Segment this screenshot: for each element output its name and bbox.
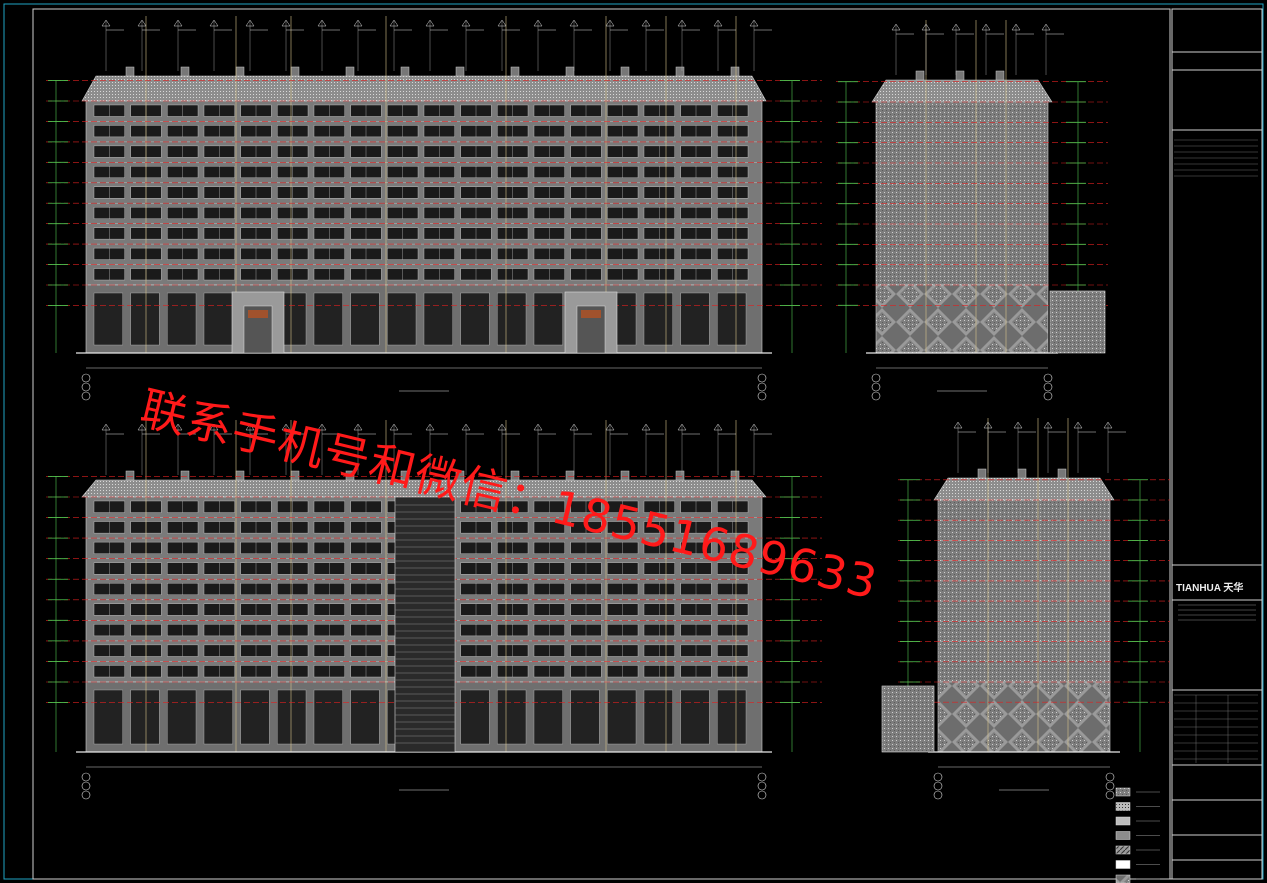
material-legend (1115, 787, 1160, 883)
side-elevation-right (836, 20, 1108, 401)
legend-swatch (1115, 787, 1131, 797)
legend-swatch (1115, 874, 1131, 883)
rear-elevation (46, 420, 822, 800)
legend-swatch (1115, 860, 1131, 869)
legend-swatch (1115, 816, 1131, 826)
company-logo: TIANHUA 天华 (1176, 583, 1244, 594)
legend-swatch (1115, 831, 1131, 840)
legend-swatch (1115, 802, 1131, 811)
title-block (1171, 8, 1263, 880)
legend-swatch (1115, 845, 1131, 855)
side-elevation-left (881, 418, 1170, 800)
front-elevation (46, 16, 822, 401)
